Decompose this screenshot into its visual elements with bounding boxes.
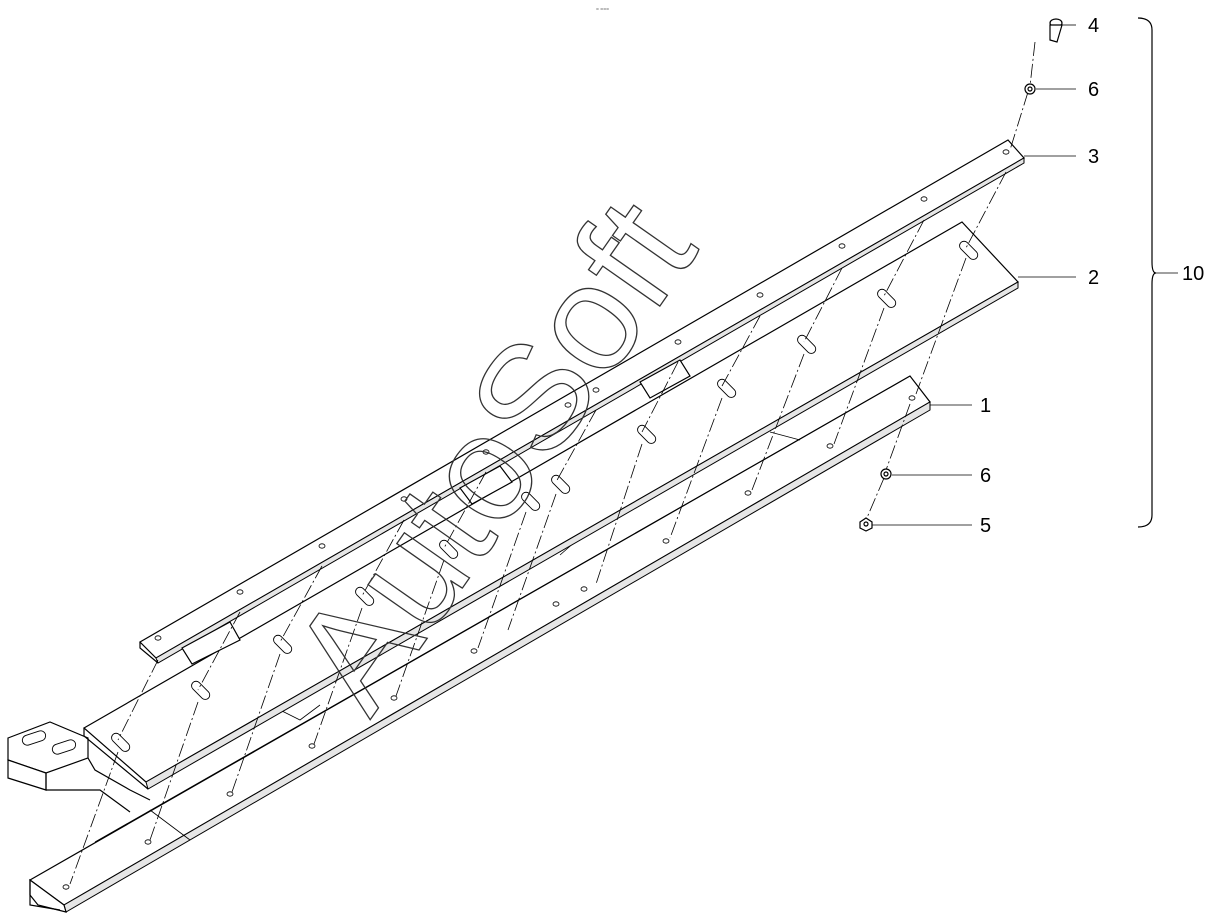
- callout-10: 10: [1182, 263, 1204, 285]
- callout-leaders: [872, 17, 1178, 528]
- callout-6-bottom: 6: [980, 465, 991, 487]
- part-6-washer-bottom: [880, 468, 892, 480]
- part-2-slotted-plate: [82, 221, 1019, 790]
- part-6-washer-top: [1024, 83, 1036, 95]
- callout-3: 3: [1088, 146, 1099, 168]
- callout-5: 5: [980, 515, 991, 537]
- callout-2: 2: [1088, 267, 1099, 289]
- part-5-nut: [859, 517, 873, 532]
- callout-4: 4: [1088, 15, 1099, 37]
- alignment-lines: [69, 41, 1036, 885]
- part-1-angle-channel: [7, 375, 931, 913]
- part-4-bolt: [1049, 18, 1063, 43]
- callout-6-top: 6: [1088, 79, 1099, 101]
- callout-1: 1: [980, 395, 991, 417]
- callout-labels: 4 6 3 2 1 6 5 10: [980, 15, 1204, 537]
- part-3-top-strip: [139, 139, 1025, 665]
- top-mark: = ===: [596, 7, 609, 13]
